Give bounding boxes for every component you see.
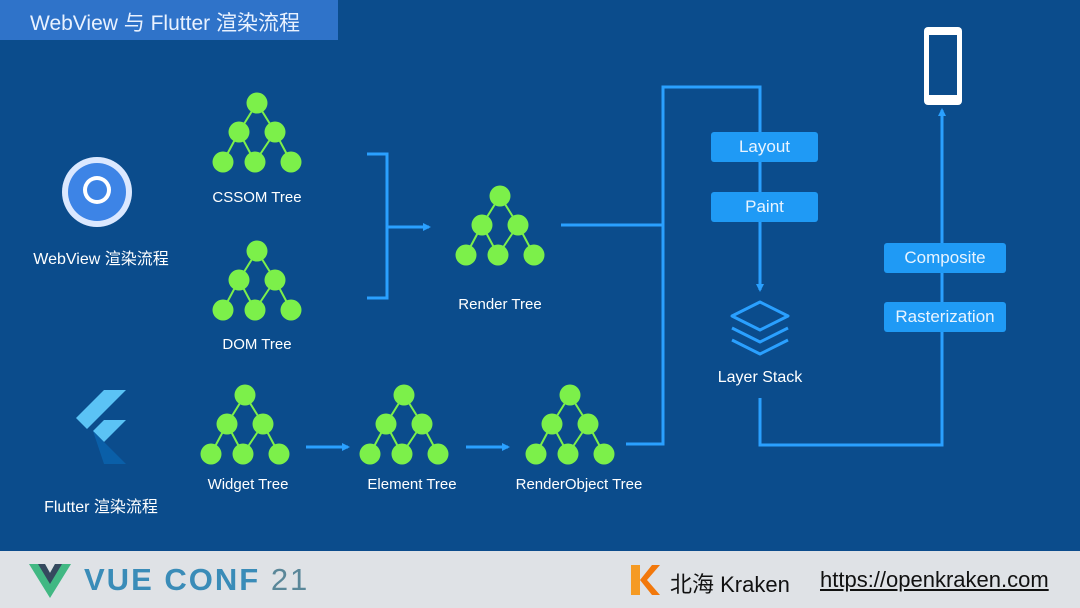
title-bar: WebView 与 Flutter 渲染流程 [0,0,338,40]
element-tree-node [359,443,381,465]
render-tree-node [489,185,511,207]
render-tree-node [471,214,493,236]
flutter-label: Flutter 渲染流程 [44,499,158,516]
conference-year: 21 [270,562,310,597]
cssom-tree-node [246,92,268,114]
layout-step: Layout [711,132,818,162]
render-tree-node [455,244,477,266]
cssom-tree-node [244,151,266,173]
widget-tree-label: Widget Tree [207,476,289,493]
composite-step: Composite [884,243,1006,273]
renderobject-tree-node [525,443,547,465]
dom-tree-node [264,269,286,291]
widget-tree-node [232,443,254,465]
cssom-tree-node [212,151,234,173]
phone-icon [924,27,962,105]
webview-label: WebView 渲染流程 [33,251,169,268]
paint-step: Paint [711,192,818,222]
connector-layer-stack-to-screen [758,108,946,447]
cssom-tree-icon [212,92,302,173]
rasterization-step: Rasterization [884,302,1006,332]
widget-tree-node [234,384,256,406]
conference-name: VUE CONF 21 [84,562,309,598]
webview-merge-bracket [367,152,389,300]
element-tree-icon [359,384,449,465]
render-tree-node [507,214,529,236]
dom-tree-node [212,299,234,321]
render-tree-node [523,244,545,266]
element-tree-label: Element Tree [367,476,457,493]
dom-tree-node [244,299,266,321]
renderobject-tree-node [541,413,563,435]
slide-title: WebView 与 Flutter 渲染流程 [30,12,300,35]
render-tree-label: Render Tree [458,296,542,313]
dom-tree-node [280,299,302,321]
render-tree-node [487,244,509,266]
dom-tree-label: DOM Tree [222,336,292,353]
widget-tree-icon [200,384,290,465]
element-tree-node [393,384,415,406]
cssom-tree-node [280,151,302,173]
renderobject-tree-node [577,413,599,435]
website-link[interactable]: https://openkraken.com [820,567,1049,592]
dom-tree-icon [212,240,302,321]
vue-logo-icon [29,564,71,598]
renderobject-tree-node [559,384,581,406]
diagram-canvas [62,27,962,465]
element-tree-node [391,443,413,465]
flutter-logo-icon [76,390,126,464]
layer-stack-label: Layer Stack [717,369,803,386]
chrome-logo-icon [62,157,132,227]
widget-tree-node [268,443,290,465]
kraken-logo-icon [631,565,660,595]
render-tree-icon [455,185,545,266]
dom-tree-node [228,269,250,291]
renderobject-tree-icon [525,384,615,465]
element-tree-node [427,443,449,465]
renderobject-tree-label: RenderObject Tree [515,476,643,493]
renderobject-tree-node [557,443,579,465]
widget-tree-node [252,413,274,435]
cssom-tree-node [264,121,286,143]
layer-stack-icon [730,300,790,356]
company-name: 北海 Kraken [670,572,790,597]
element-tree-node [375,413,397,435]
widget-tree-node [200,443,222,465]
cssom-tree-label: CSSOM Tree [212,189,302,206]
conference-name-text: VUE CONF [84,562,261,597]
cssom-tree-node [228,121,250,143]
widget-tree-node [216,413,238,435]
dom-tree-node [246,240,268,262]
renderobject-tree-node [593,443,615,465]
element-tree-node [411,413,433,435]
footer: VUE CONF 21 北海 Kraken https://openkraken… [0,551,1080,608]
